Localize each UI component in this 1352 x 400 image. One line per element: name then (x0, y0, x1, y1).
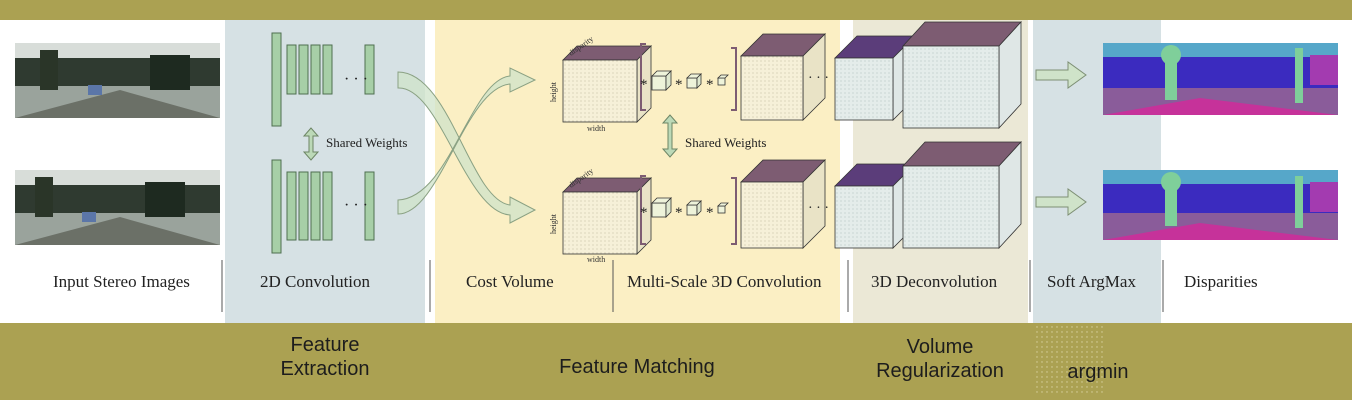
soft-argmax-arrow-top-icon (1035, 61, 1087, 89)
ms3d-op-star-top-2: * (675, 77, 683, 93)
soft-argmax-arrow-bottom-icon (1035, 188, 1087, 216)
stage-label-disparities: Disparities (1184, 272, 1258, 291)
ms3d-large-cube-bottom (740, 159, 826, 249)
conv2d-ellipsis-top: · · · (344, 71, 368, 88)
stage-label-soft-argmax: Soft ArgMax (1047, 272, 1136, 291)
band-feature-matching: Feature Matching (559, 356, 715, 378)
disparity-map-bottom (1103, 170, 1338, 240)
shared-weights-2d-arrow-icon (302, 127, 320, 161)
band-feature-extraction-line2: Extraction (280, 358, 370, 380)
ms3d-bracket-top (731, 47, 737, 111)
ms3d-op-star-top-3: * (706, 77, 714, 93)
stage-label-input: Input Stereo Images (53, 272, 190, 291)
ms3d-bracket-bottom (731, 177, 737, 245)
shared-weights-3d-arrow-icon (661, 114, 679, 158)
ms3d-small-cubes-top (640, 43, 729, 111)
band-feature-extraction: Feature Extraction (255, 333, 395, 381)
band-argmin: argmin (1067, 361, 1129, 383)
ms3d-small-cubes-bottom (640, 175, 729, 245)
axis-height-bottom: height (549, 213, 558, 234)
ms3d-ellipsis-top: · · · (808, 71, 829, 86)
axis-height-top: height (549, 81, 558, 102)
ms3d-large-cube-top (740, 33, 826, 121)
ms3d-op-star-bottom-3: * (706, 205, 714, 221)
right-input-image (15, 170, 220, 245)
axis-width-top: width (587, 124, 605, 133)
left-input-image (15, 43, 220, 118)
deconv-cubes-top (834, 20, 1022, 130)
ms3d-op-star-top-1: * (640, 77, 648, 93)
band-volume-regularization-line1: Volume (906, 336, 974, 358)
cost-volume-top-cube (562, 45, 652, 123)
deconv-cubes-bottom (834, 140, 1022, 250)
conv2d-feature-stack-bottom (271, 159, 375, 254)
band-volume-regularization: Volume Regularization (860, 335, 1020, 383)
shared-weights-2d-label: Shared Weights (326, 135, 407, 150)
ms3d-op-star-bottom-1: * (640, 205, 648, 221)
argmin-dot-texture (1033, 325, 1103, 395)
conv2d-feature-stack-top (271, 32, 375, 127)
ms3d-op-star-bottom-2: * (675, 205, 683, 221)
band-volume-regularization-line2: Regularization (876, 360, 1004, 382)
band-feature-extraction-line1: Feature (290, 334, 360, 356)
shared-weights-3d-label: Shared Weights (685, 135, 766, 150)
axis-width-bottom: width (587, 255, 605, 264)
conv2d-ellipsis-bottom: · · · (344, 197, 368, 214)
disparity-map-top (1103, 43, 1338, 115)
feature-to-cost-volume-arrows (397, 67, 537, 224)
stage-label-ms3d: Multi-Scale 3D Convolution (627, 272, 822, 291)
stage-label-conv2d: 2D Convolution (260, 272, 371, 291)
cost-volume-bottom-cube (562, 177, 652, 255)
stage-label-cost-volume: Cost Volume (466, 272, 554, 291)
stage-label-deconv3d: 3D Deconvolution (871, 272, 998, 291)
ms3d-ellipsis-bottom: · · · (808, 201, 829, 216)
